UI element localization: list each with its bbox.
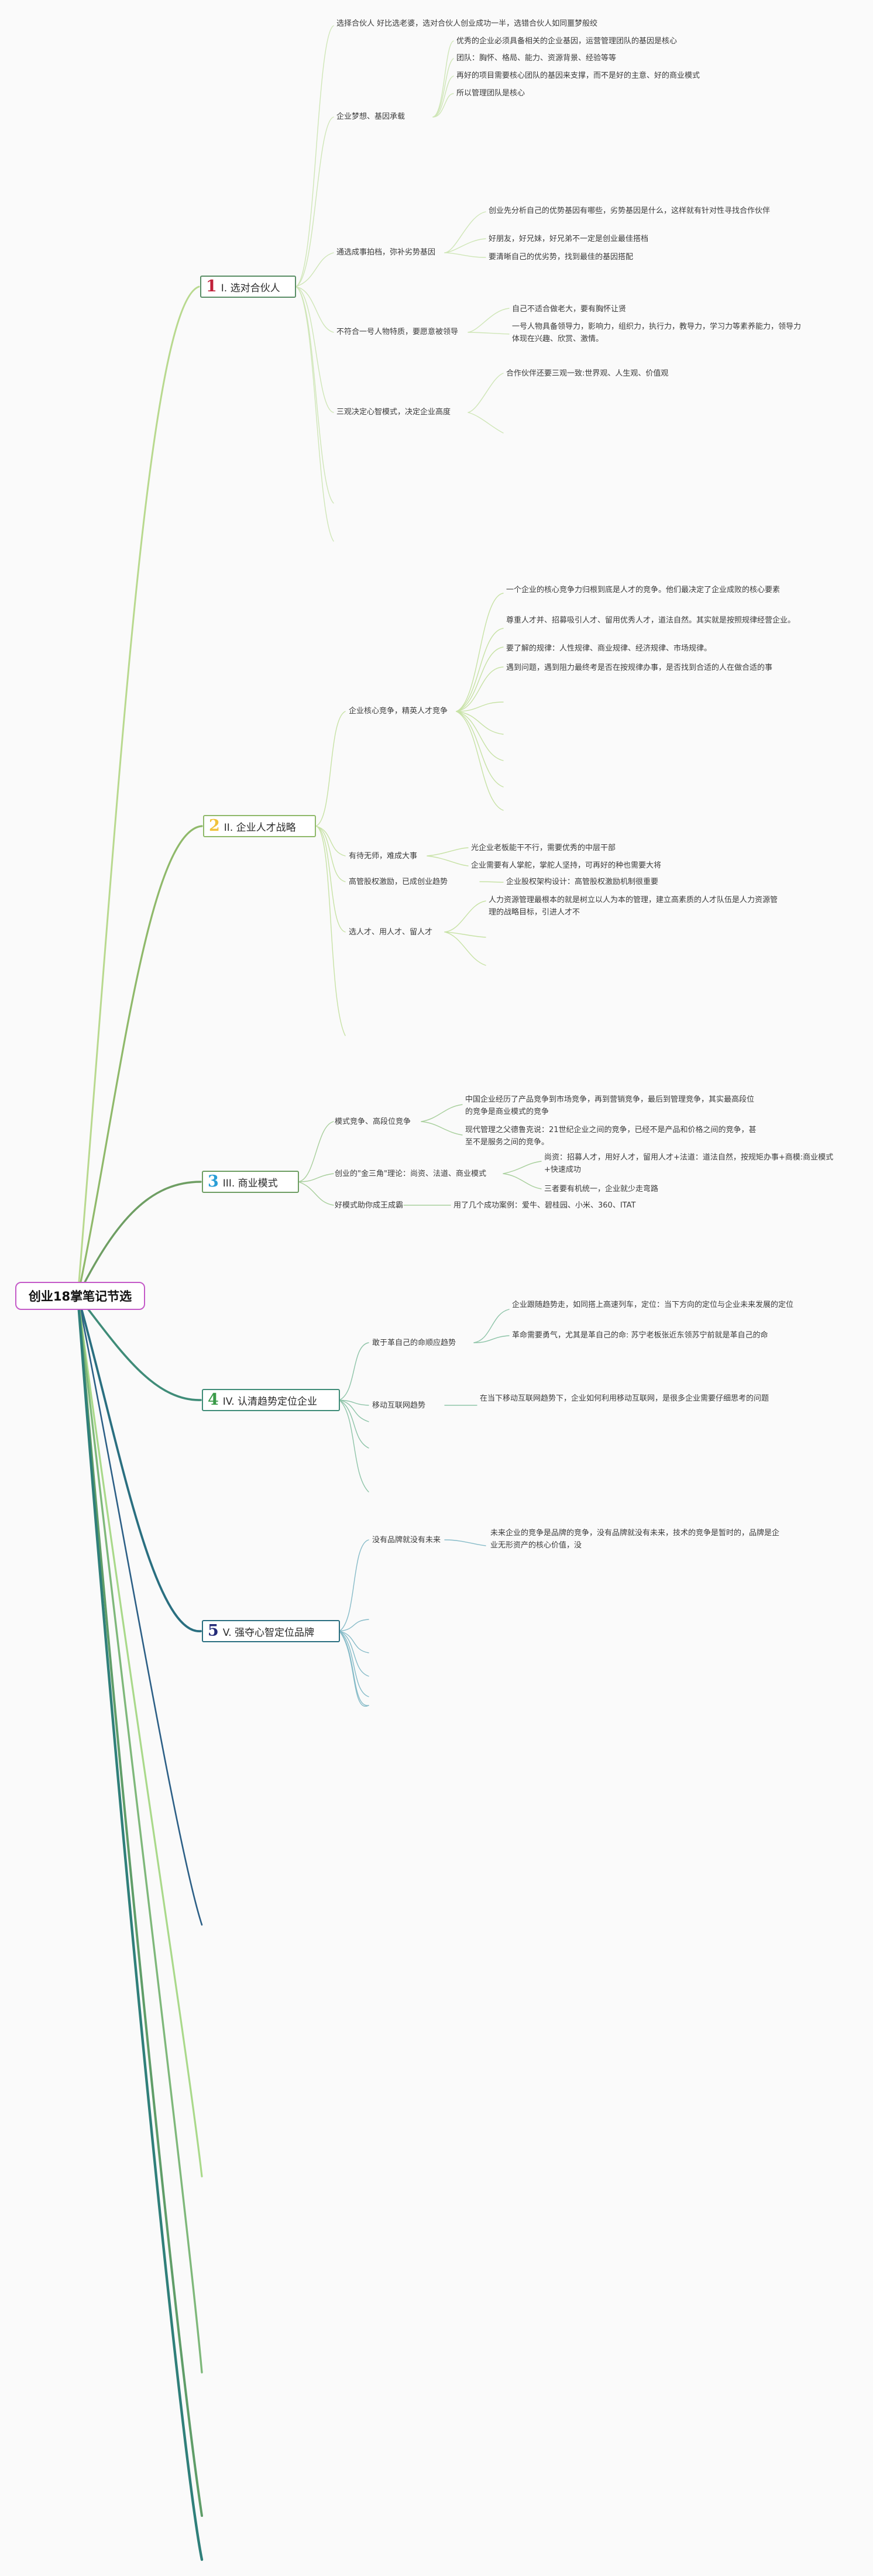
b3-item-1-child-1[interactable]: 中国企业经历了产品竞争到市场竞争，再到营销竞争，最后到管理竞争，其实最高段位的竞… — [465, 1095, 755, 1116]
branch-2-label: II. 企业人才战略 — [224, 821, 296, 834]
branch-4[interactable]: 4 IV. 认清趋势定位企业 — [202, 1389, 340, 1411]
b3-item-1[interactable]: 模式竞争、高段位竞争 — [335, 1117, 411, 1126]
branch-2-number: 2 — [209, 817, 220, 835]
branch-5-label: V. 强夺心智定位品牌 — [222, 1626, 315, 1639]
b4-item-2[interactable]: 移动互联网趋势 — [372, 1401, 426, 1410]
branch-4-label: IV. 认清趋势定位企业 — [222, 1395, 318, 1408]
b3-item-2-child-1[interactable]: 尚资：招募人才，用好人才，留用人才+法道：道法自然，按规矩办事+商模:商业模式+… — [544, 1153, 834, 1174]
b2-item-3-child-1[interactable]: 企业股权架构设计：高管股权激励机制很重要 — [506, 878, 659, 886]
b3-item-3[interactable]: 好模式助你成王成霸 — [335, 1201, 404, 1210]
b1-item-3[interactable]: 通选成事拍档，弥补劣势基因 — [336, 248, 436, 257]
branch-3[interactable]: 3 III. 商业模式 — [202, 1171, 299, 1193]
b1-item-4-child-2[interactable]: 一号人物具备领导力，影响力，组织力，执行力，教导力，学习力等素养能力，领导力体现… — [512, 322, 802, 343]
branch-3-label: III. 商业模式 — [222, 1177, 278, 1189]
b1-item-5-child-1[interactable]: 合作伙伴还要三观一致:世界观、人生观、价值观 — [506, 369, 669, 378]
b2-item-2-child-1[interactable]: 光企业老板能干不行，需要优秀的中层干部 — [471, 844, 616, 852]
b1-item-2-child-3[interactable]: 再好的项目需要核心团队的基因来支撑，而不是好的主意、好的商业模式 — [456, 71, 700, 80]
branch-5[interactable]: 5 V. 强夺心智定位品牌 — [202, 1620, 340, 1642]
b2-item-1[interactable]: 企业核心竞争，精英人才竞争 — [349, 707, 448, 716]
branch-4-number: 4 — [208, 1391, 219, 1409]
branch-1-number: 1 — [206, 277, 217, 295]
b1-item-3-child-1[interactable]: 创业先分析自己的优势基因有哪些，劣势基因是什么，这样就有针对性寻找合作伙伴 — [489, 207, 771, 215]
b2-item-1-child-3[interactable]: 要了解的规律：人性规律、商业规律、经济规律、市场规律。 — [506, 644, 712, 653]
b2-item-4[interactable]: 选人才、用人才、留人才 — [349, 928, 433, 937]
root-title: 创业18掌笔记节选 — [28, 1289, 132, 1304]
b4-item-2-child-1[interactable]: 在当下移动互联网趋势下，企业如何利用移动互联网，是很多企业需要仔细思考的问题 — [480, 1394, 769, 1403]
branch-1[interactable]: 1 I. 选对合伙人 — [200, 276, 296, 298]
b2-item-1-child-2[interactable]: 尊重人才并、招募吸引人才、留用优秀人才，道法自然。其实就是按照规律经营企业。 — [506, 616, 796, 625]
b1-item-3-child-3[interactable]: 要清晰自己的优劣势，找到最佳的基因搭配 — [489, 253, 634, 262]
b2-item-3[interactable]: 高管股权激励，已成创业趋势 — [349, 878, 448, 886]
b1-item-4[interactable]: 不符合一号人物特质，要愿意被领导 — [336, 328, 459, 336]
b1-item-3-child-2[interactable]: 好朋友，好兄妹，好兄弟不一定是创业最佳搭档 — [489, 235, 649, 243]
b1-item-2[interactable]: 企业梦想、基因承载 — [336, 112, 405, 121]
b4-item-1[interactable]: 敢于革自己的命顺应趋势 — [372, 1339, 456, 1347]
root-node[interactable]: 创业18掌笔记节选 — [15, 1282, 145, 1310]
b1-item-5[interactable]: 三观决定心智模式，决定企业高度 — [336, 408, 451, 417]
b3-item-3-child-1[interactable]: 用了几个成功案例：爱牛、碧桂园、小米、360、ITAT — [453, 1201, 636, 1210]
b3-item-2[interactable]: 创业的"金三角"理论：尚资、法道、商业模式 — [335, 1170, 486, 1178]
b5-item-1[interactable]: 没有品牌就没有未来 — [372, 1536, 441, 1545]
b1-item-2-child-2[interactable]: 团队：胸怀、格局、能力、资源背景、经验等等 — [456, 54, 617, 63]
b4-item-1-child-1[interactable]: 企业跟随趋势走，如同搭上高速列车，定位：当下方向的定位与企业未来发展的定位 — [512, 1301, 794, 1309]
b3-item-1-child-2[interactable]: 现代管理之父德鲁克说：21世纪企业之间的竞争，已经不是产品和价格之间的竞争，甚至… — [465, 1126, 757, 1147]
b2-item-2[interactable]: 有待无师，难成大事 — [349, 852, 418, 861]
branch-3-number: 3 — [208, 1172, 219, 1191]
b2-item-4-child-1[interactable]: 人力资源管理最根本的就是树立以人为本的管理，建立高素质的人才队伍是人力资源管理的… — [489, 896, 778, 917]
b1-item-2-child-1[interactable]: 优秀的企业必须具备相关的企业基因，运营管理团队的基因是核心 — [456, 37, 678, 46]
branch-2[interactable]: 2 II. 企业人才战略 — [203, 815, 316, 837]
b2-item-2-child-2[interactable]: 企业需要有人掌舵，掌舵人坚持，可再好的种也需要大将 — [471, 861, 662, 870]
b2-item-1-child-4[interactable]: 遇到问题，遇到阻力最终考是否在按规律办事，是否找到合适的人在做合适的事 — [506, 663, 773, 672]
branch-1-label: I. 选对合伙人 — [221, 282, 280, 294]
b1-item-4-child-1[interactable]: 自己不适合做老大，要有胸怀让贤 — [512, 305, 627, 314]
branch-5-number: 5 — [208, 1622, 219, 1640]
b1-item-1[interactable]: 选择合伙人 好比选老婆，选对合伙人创业成功一半，选错合伙人如同噩梦般绞 — [336, 19, 598, 28]
b1-item-2-child-4[interactable]: 所以管理团队是核心 — [456, 89, 525, 98]
b2-item-1-child-1[interactable]: 一个企业的核心竞争力归根到底是人才的竞争。他们最决定了企业成败的核心要素 — [506, 586, 781, 594]
b3-item-2-child-2[interactable]: 三者要有机统一，企业就少走弯路 — [544, 1185, 659, 1194]
b5-item-1-child-1[interactable]: 未来企业的竞争是品牌的竞争，没有品牌就没有未来，技术的竞争是暂时的，品牌是企业无… — [490, 1529, 780, 1550]
b4-item-1-child-2[interactable]: 革命需要勇气，尤其是革自己的命: 苏宁老板张近东领苏宁前就是革自己的命 — [512, 1331, 768, 1340]
